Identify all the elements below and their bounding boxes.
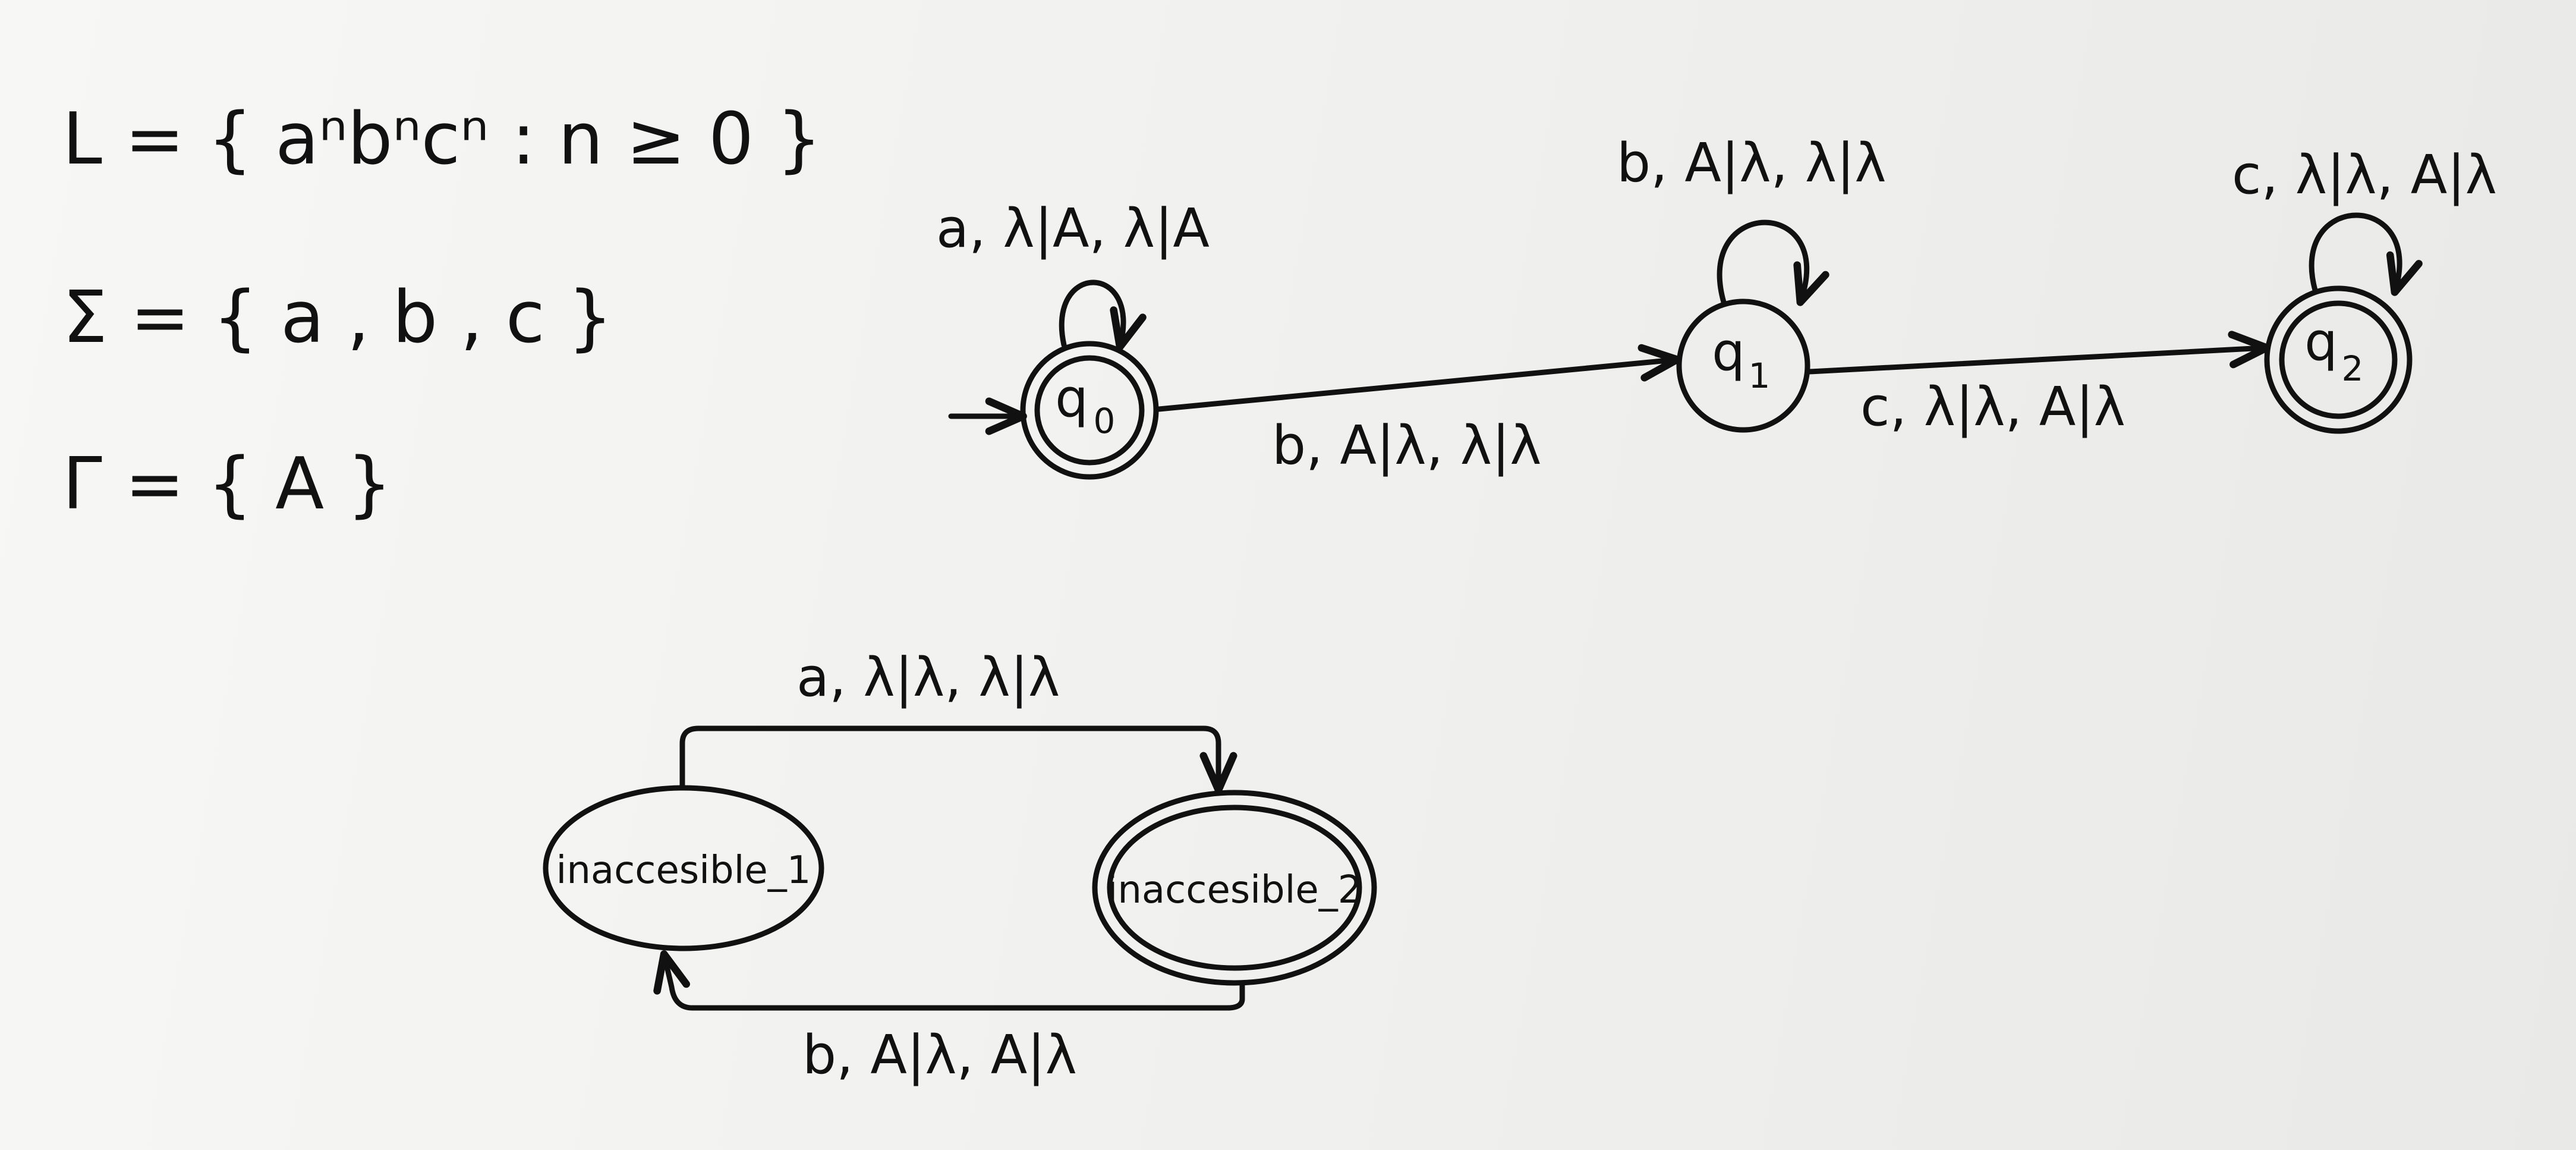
state-q0[interactable]: q 0	[1020, 341, 1159, 480]
q0-self-loop	[1059, 279, 1147, 351]
q2-self-loop	[2309, 212, 2423, 296]
q2-loop-label: c, λ|λ, A|λ	[2232, 144, 2497, 206]
language-definition: L = { aⁿbⁿcⁿ : n ≥ 0 }	[62, 98, 822, 181]
q1-to-q2-arrow	[1807, 331, 2270, 375]
inaccessible2-to-inaccessible1-label: b, A|λ, A|λ	[802, 1024, 1077, 1086]
q1-self-loop	[1717, 219, 1829, 306]
state-inaccessible-1[interactable]: inaccesible_1	[543, 785, 824, 951]
state-q1-subscript: 1	[1749, 356, 1771, 396]
q1-loop-label: b, A|λ, λ|λ	[1617, 132, 1887, 194]
state-q2[interactable]: q 2	[2264, 285, 2413, 434]
inaccessible2-to-inaccessible1-arrow	[653, 950, 1245, 1011]
q0-to-q1-label: b, A|λ, λ|λ	[1272, 414, 1542, 477]
q0-loop-label: a, λ|A, λ|A	[936, 197, 1210, 260]
state-q2-subscript: 2	[2342, 348, 2364, 389]
q1-to-q2-label: c, λ|λ, A|λ	[1860, 376, 2125, 438]
inaccessible1-to-inaccessible2-arrow	[679, 725, 1237, 794]
state-q2-label: q	[2304, 311, 2338, 372]
stack-alphabet-definition: Γ = { A }	[62, 443, 392, 526]
state-q0-label: q	[1055, 367, 1088, 429]
state-q1[interactable]: q 1	[1676, 299, 1810, 433]
state-q1-label: q	[1712, 321, 1745, 382]
state-inaccessible-2-label: inaccesible_2	[1107, 868, 1362, 912]
inaccessible1-to-inaccessible2-label: a, λ|λ, λ|λ	[796, 646, 1060, 709]
state-inaccessible-2[interactable]: inaccesible_2	[1092, 790, 1377, 986]
state-inaccessible-1-label: inaccesible_1	[556, 849, 811, 893]
input-alphabet-definition: Σ = { a , b , c }	[62, 276, 613, 359]
state-q0-subscript: 0	[1094, 401, 1116, 441]
q0-to-q1-arrow	[1156, 344, 1681, 412]
